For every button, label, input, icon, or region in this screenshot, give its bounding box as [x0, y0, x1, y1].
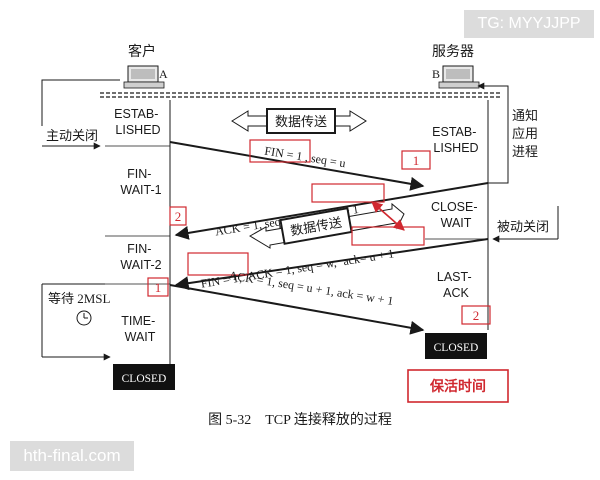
- client-state-closed: CLOSED: [113, 364, 175, 390]
- server-title: 服务器: [432, 44, 474, 60]
- server-state-closed: CLOSED: [425, 333, 487, 359]
- notify-app-label: 通知 应用 进程: [512, 108, 541, 159]
- data-transfer-box-middle: 数据传送: [279, 207, 353, 245]
- marker-right-2: 2: [461, 305, 491, 325]
- svg-text:2: 2: [175, 209, 182, 224]
- marker-left-1: 1: [147, 277, 169, 297]
- client-title: 客户: [128, 43, 156, 60]
- figure-caption: 图 5-32 TCP 连接释放的过程: [208, 411, 392, 428]
- annotation-box-fin-1: [249, 139, 311, 163]
- server-tag: B: [432, 67, 440, 81]
- annotation-box-ack-2: [311, 183, 385, 203]
- client-state-time-wait: TIME- WAIT: [121, 314, 159, 344]
- message-arrow-ack-2: [174, 182, 489, 240]
- notify-app-bracket: [477, 82, 509, 184]
- server-state-last-ack: LAST- ACK: [437, 270, 475, 300]
- data-transfer-box-top: 数据传送: [266, 108, 336, 134]
- wait-2msl-label: 等待 2MSL: [48, 291, 111, 306]
- client-computer-icon: [123, 65, 165, 89]
- server-state-close-wait: CLOSE- WAIT: [431, 200, 481, 230]
- annotation-box-ack-3: [351, 226, 425, 246]
- message-label-ack-4: ACK = 1, seq = u + 1, ack = w + 1: [228, 268, 395, 308]
- client-state-fin-wait-2: FIN- WAIT-2: [120, 242, 161, 272]
- marker-left-2: 2: [169, 206, 187, 226]
- keepalive-box: 保活时间: [407, 369, 509, 403]
- marker-right-1: 1: [401, 150, 431, 170]
- client-state-fin-wait-1: FIN- WAIT-1: [120, 167, 161, 197]
- message-arrow-fin-1: [169, 141, 425, 191]
- client-tag: A: [159, 67, 168, 81]
- wait-2msl-bracket: [41, 283, 111, 361]
- server-state-established: ESTAB- LISHED: [432, 125, 480, 155]
- svg-text:保活时间: 保活时间: [429, 378, 486, 395]
- network-link: [100, 92, 502, 98]
- ack-link-arrow: [371, 201, 405, 231]
- active-close-label: 主动关闭: [46, 128, 98, 143]
- client-state-established: ESTAB- LISHED: [114, 107, 162, 137]
- server-computer-icon: [438, 65, 480, 89]
- svg-text:CLOSED: CLOSED: [122, 373, 167, 385]
- watermark-badge: TG: MYYJJPP: [464, 10, 594, 38]
- svg-text:2: 2: [473, 308, 480, 323]
- message-arrow-ack-4: [169, 284, 425, 335]
- clock-icon: [76, 310, 92, 326]
- svg-text:CLOSED: CLOSED: [434, 342, 479, 354]
- passive-close-bracket: [492, 206, 559, 243]
- passive-close-label: 被动关闭: [497, 219, 549, 234]
- svg-text:1: 1: [413, 153, 420, 168]
- svg-text:数据传送: 数据传送: [275, 114, 327, 129]
- site-label-badge: hth-final.com: [10, 441, 134, 471]
- annotation-box-fin-3: [187, 252, 249, 276]
- active-close-bracket: [41, 79, 120, 150]
- message-arrow-fin-3: [174, 238, 489, 291]
- svg-text:1: 1: [155, 280, 162, 295]
- message-label-fin-1: FIN = 1 , seq = u: [264, 144, 347, 171]
